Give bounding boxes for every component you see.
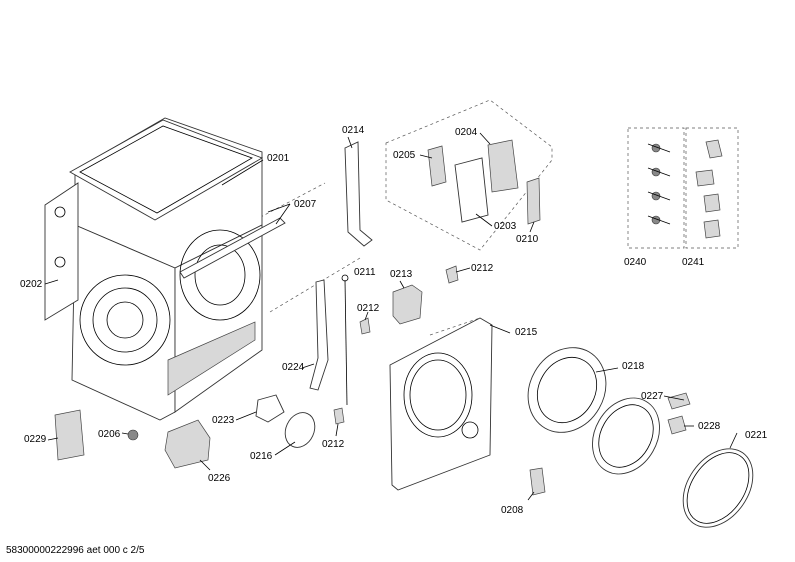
catch-0227 [667,392,691,410]
fastener-set-0240 [647,143,671,225]
side-panel-0202 [44,182,79,321]
label-0203: 0203 [494,221,517,232]
fastener-set-0241 [695,139,723,239]
label-0211: 0211 [354,267,376,278]
label-0216: 0216 [250,451,273,462]
cable-bracket-0214 [344,141,373,247]
label-0208: 0208 [501,505,524,516]
label-0207: 0207 [294,199,317,210]
screw-0206 [127,429,139,441]
label-0212-b: 0212 [357,303,380,314]
door-seal-0221 [682,448,754,528]
label-0223: 0223 [212,415,235,426]
label-0221: 0221 [745,430,768,441]
label-0218: 0218 [622,361,645,372]
door-glass-0227 [592,397,660,475]
label-0226: 0226 [208,473,231,484]
top-cover-0201 [69,119,264,221]
crossbar-0207 [179,217,286,279]
plug-0216 [284,412,316,448]
hinge-0228 [667,415,687,435]
label-0204: 0204 [455,127,478,138]
lock-0208 [529,467,546,496]
valve-0229 [54,409,85,461]
label-0240: 0240 [624,257,647,268]
assembly-line-0207 [254,182,326,221]
label-0227: 0227 [641,391,664,402]
module-0204 [487,139,519,193]
label-0212-a: 0212 [471,263,494,274]
rod-0211 [344,279,348,406]
sensor-0212-low [333,407,345,425]
assembly-line-0215 [429,317,481,336]
assembly-line-0214 [269,257,361,313]
cover-0226 [164,419,211,469]
connector-0205 [427,145,447,187]
holder-0213 [392,284,423,325]
front-panel-0215 [389,317,493,491]
label-0206: 0206 [98,429,121,440]
module-0203 [454,157,489,223]
label-0201: 0201 [267,153,290,164]
sensor-0212-mid [359,317,371,335]
label-0229: 0229 [24,434,47,445]
sensor-0212 [445,265,459,284]
label-0215: 0215 [515,327,538,338]
label-0212-c: 0212 [322,439,345,450]
label-0224: 0224 [282,362,305,373]
document-footer: 58300000222996 aet 000 c 2/5 [6,545,145,556]
label-0241: 0241 [682,257,705,268]
label-0228: 0228 [698,421,721,432]
connector-0210 [526,177,541,225]
label-0205: 0205 [393,150,416,161]
label-0213: 0213 [390,269,413,280]
door-ring-0218 [527,347,607,433]
label-0214: 0214 [342,125,365,136]
motor-cap-0223 [255,394,285,423]
label-0202: 0202 [20,279,43,290]
leader-lines [44,132,738,501]
group-0241-outline [685,127,739,249]
cable-guide-0224 [309,279,329,391]
label-0210: 0210 [516,234,539,245]
group-0240-outline [627,127,685,249]
